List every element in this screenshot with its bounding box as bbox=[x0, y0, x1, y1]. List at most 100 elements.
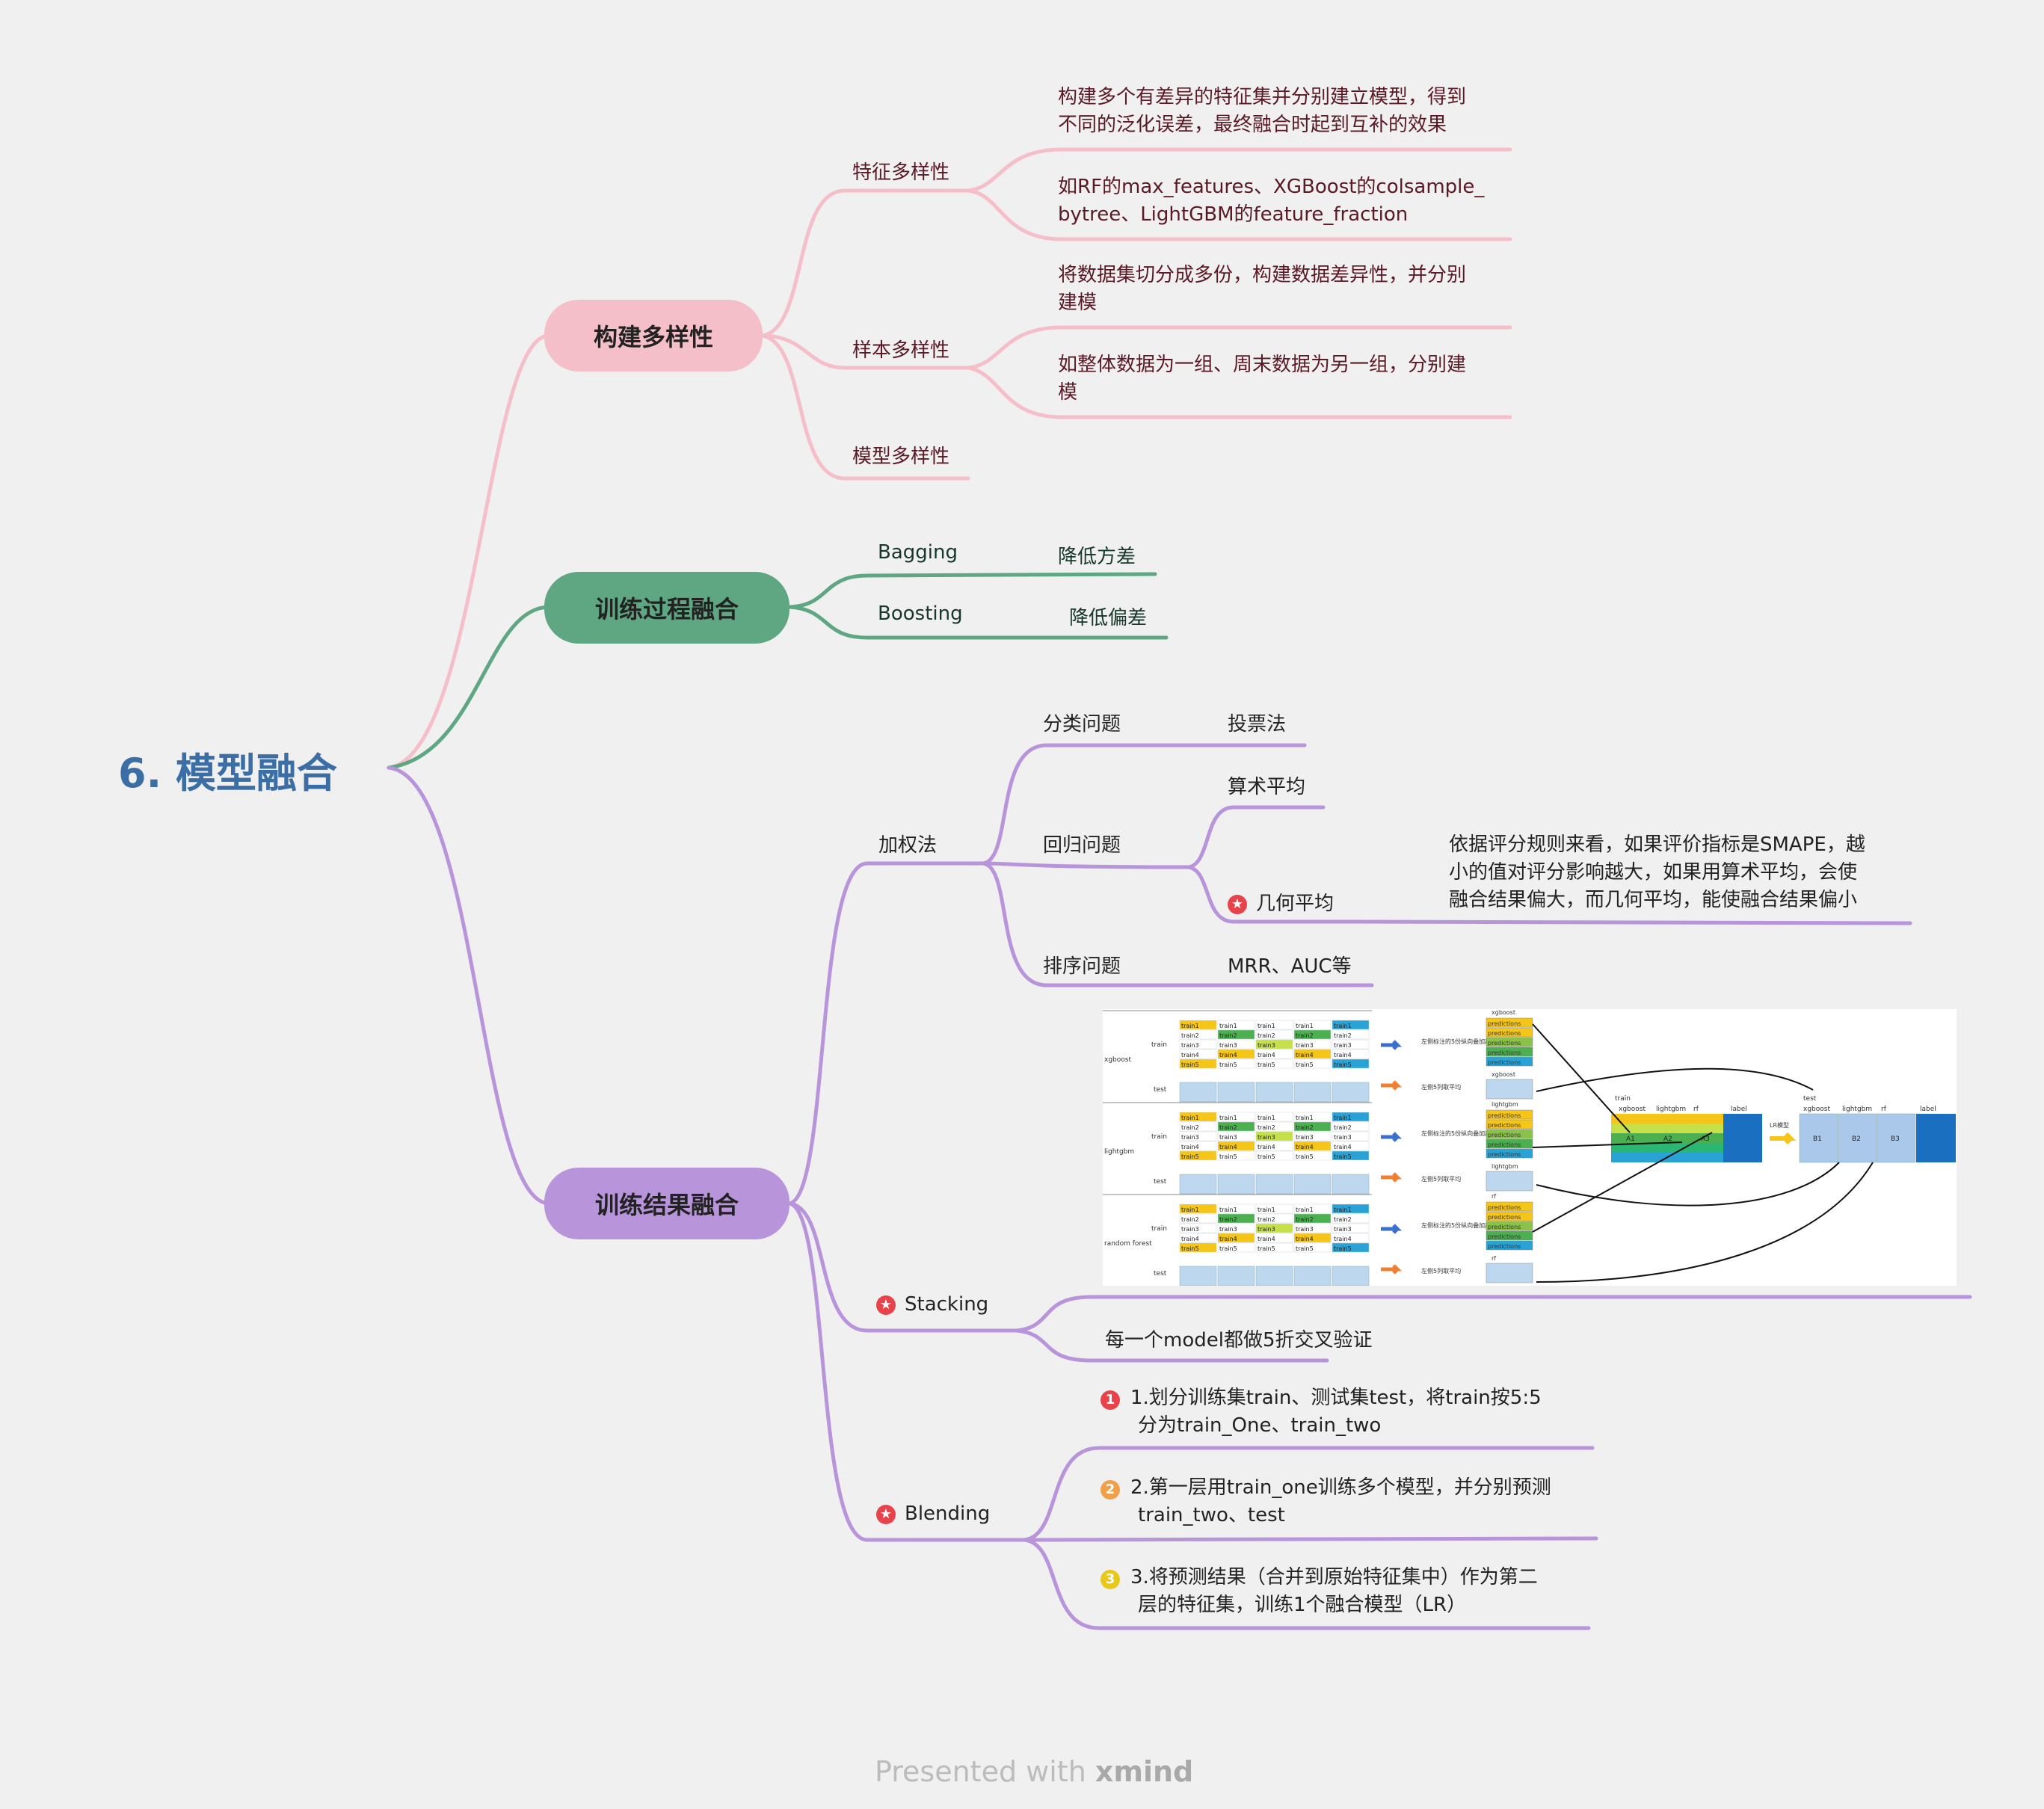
note-geometric[interactable]: 依据评分规则来看，如果评价指标是SMAPE，越 小的值对评分影响越大，如果用算术… bbox=[1449, 831, 1865, 914]
pred-label: predictions bbox=[1488, 1122, 1521, 1129]
model-label: xgboost bbox=[1104, 1056, 1131, 1064]
pred-cell bbox=[1486, 1148, 1533, 1159]
topic-boosting[interactable]: Boosting bbox=[878, 603, 963, 625]
topic-stacking[interactable]: ★Stacking bbox=[876, 1293, 988, 1316]
topic-mrr-auc[interactable]: MRR、AUC等 bbox=[1228, 955, 1352, 978]
pred-label: predictions bbox=[1488, 1112, 1521, 1119]
number-2-icon: 2 bbox=[1101, 1480, 1120, 1500]
note-stacking[interactable]: 每一个model都做5折交叉验证 bbox=[1105, 1329, 1373, 1352]
fold-label: train3 bbox=[1296, 1042, 1314, 1049]
fold-label: train2 bbox=[1181, 1124, 1199, 1131]
pred-header: xgboost bbox=[1492, 1009, 1515, 1016]
fold-label: train5 bbox=[1181, 1153, 1199, 1160]
star-icon: ★ bbox=[1228, 894, 1247, 914]
branch-training-process[interactable]: 训练过程融合 bbox=[544, 572, 789, 644]
test-cell bbox=[1255, 1266, 1293, 1286]
fold-label: train4 bbox=[1219, 1236, 1237, 1242]
fold-label: train3 bbox=[1181, 1134, 1199, 1141]
fold-label: train4 bbox=[1181, 1236, 1199, 1242]
note-sample-1[interactable]: 将数据集切分成多份，构建数据差异性，并分别 建模 bbox=[1058, 262, 1466, 317]
note-feature-1[interactable]: 构建多个有差异的特征集并分别建立模型，得到 不同的泛化误差，最终融合时起到互补的… bbox=[1058, 84, 1466, 139]
fold-cell bbox=[1255, 1029, 1293, 1040]
pred-cell bbox=[1486, 1240, 1533, 1251]
step-text: 1.划分训练集train、测试集test，将train按5:5 bbox=[1130, 1387, 1542, 1409]
fold-cell bbox=[1217, 1112, 1255, 1122]
topic-model-diversity[interactable]: 模型多样性 bbox=[852, 446, 950, 468]
test-cell bbox=[1179, 1174, 1217, 1195]
pred-header: lightgbm bbox=[1492, 1163, 1518, 1170]
fold-label: train3 bbox=[1296, 1134, 1314, 1141]
fold-cell bbox=[1293, 1141, 1332, 1151]
fold-label: train1 bbox=[1181, 1023, 1199, 1029]
fold-label: train5 bbox=[1219, 1245, 1237, 1252]
note-sample-2[interactable]: 如整体数据为一组、周末数据为另一组，分别建 模 bbox=[1058, 351, 1466, 407]
topic-bagging[interactable]: Bagging bbox=[878, 541, 958, 564]
fold-cell bbox=[1217, 1204, 1255, 1214]
fold-cell bbox=[1293, 1233, 1332, 1243]
fold-cell bbox=[1332, 1204, 1370, 1214]
fold-cell bbox=[1179, 1029, 1217, 1040]
right-header: label bbox=[1920, 1106, 1936, 1113]
test-cell bbox=[1179, 1266, 1217, 1286]
right-value: B1 bbox=[1813, 1135, 1822, 1143]
topic-ranking[interactable]: 排序问题 bbox=[1043, 955, 1121, 978]
mid-header: rf bbox=[1693, 1106, 1699, 1113]
branch-training-result[interactable]: 训练结果融合 bbox=[544, 1168, 789, 1239]
branch-training-label: 训练过程融合 bbox=[594, 595, 739, 623]
pred-cell bbox=[1486, 1056, 1533, 1067]
stack-note: 左侧标注的5份纵向叠加起来 bbox=[1421, 1221, 1497, 1229]
fold-cell bbox=[1293, 1112, 1332, 1122]
topic-blending[interactable]: ★Blending bbox=[876, 1503, 990, 1525]
test-cell bbox=[1217, 1266, 1255, 1286]
branch-diversity[interactable]: 构建多样性 bbox=[544, 300, 763, 372]
topic-regression[interactable]: 回归问题 bbox=[1043, 834, 1121, 857]
pred-cell bbox=[1486, 1047, 1533, 1057]
right-value: B2 bbox=[1852, 1135, 1861, 1143]
fold-label: train4 bbox=[1334, 1236, 1352, 1242]
fold-cell bbox=[1179, 1049, 1217, 1059]
fold-label: train5 bbox=[1219, 1061, 1237, 1068]
topic-sample-diversity[interactable]: 样本多样性 bbox=[852, 339, 950, 362]
avg-note: 左侧5列取平均 bbox=[1421, 1083, 1461, 1091]
pred-cell bbox=[1486, 1037, 1533, 1047]
fold-label: train5 bbox=[1258, 1153, 1275, 1160]
topic-arithmetic-mean[interactable]: 算术平均 bbox=[1228, 776, 1306, 798]
topic-boosting-effect[interactable]: 降低偏差 bbox=[1069, 607, 1148, 629]
fold-label: train4 bbox=[1296, 1236, 1314, 1242]
fold-label: train2 bbox=[1334, 1216, 1352, 1223]
topic-geometric-mean[interactable]: ★几何平均 bbox=[1228, 888, 1334, 916]
note-line: 不同的泛化误差，最终融合时起到互补的效果 bbox=[1058, 114, 1447, 136]
topic-classification[interactable]: 分类问题 bbox=[1043, 713, 1121, 736]
avg-note: 左侧5列取平均 bbox=[1421, 1267, 1461, 1275]
pred-label: predictions bbox=[1488, 1141, 1521, 1148]
arrow-yellow-icon bbox=[1770, 1132, 1797, 1145]
note-line: 小的值对评分影响越大，如果用算术平均，会使 bbox=[1449, 861, 1858, 884]
band-cell bbox=[1649, 1124, 1686, 1133]
right-cell bbox=[1838, 1113, 1877, 1163]
fold-label: train4 bbox=[1334, 1144, 1352, 1150]
fold-label: train4 bbox=[1181, 1144, 1199, 1150]
fold-cell bbox=[1255, 1039, 1293, 1050]
pred-cell bbox=[1486, 1027, 1533, 1038]
test-cell bbox=[1332, 1174, 1370, 1195]
fold-label: train4 bbox=[1219, 1144, 1237, 1150]
fold-cell bbox=[1332, 1242, 1370, 1253]
fold-cell bbox=[1255, 1141, 1293, 1151]
test-label: test bbox=[1154, 1270, 1167, 1278]
root-topic[interactable]: 6. 模型融合 bbox=[118, 750, 337, 797]
test-cell bbox=[1332, 1266, 1370, 1286]
fold-cell bbox=[1179, 1121, 1217, 1132]
topic-voting[interactable]: 投票法 bbox=[1228, 713, 1287, 736]
topic-weighted[interactable]: 加权法 bbox=[878, 834, 938, 857]
note-feature-2[interactable]: 如RF的max_features、XGBoost的colsample_ bytr… bbox=[1058, 173, 1484, 229]
footer-presented-with: Presented with xmind bbox=[875, 1755, 1193, 1788]
fold-cell bbox=[1217, 1223, 1255, 1233]
fold-cell bbox=[1255, 1121, 1293, 1132]
topic-feature-diversity[interactable]: 特征多样性 bbox=[852, 161, 950, 184]
train-label: train bbox=[1151, 1133, 1167, 1141]
topic-bagging-effect[interactable]: 降低方差 bbox=[1058, 546, 1136, 568]
fold-cell bbox=[1255, 1049, 1293, 1059]
